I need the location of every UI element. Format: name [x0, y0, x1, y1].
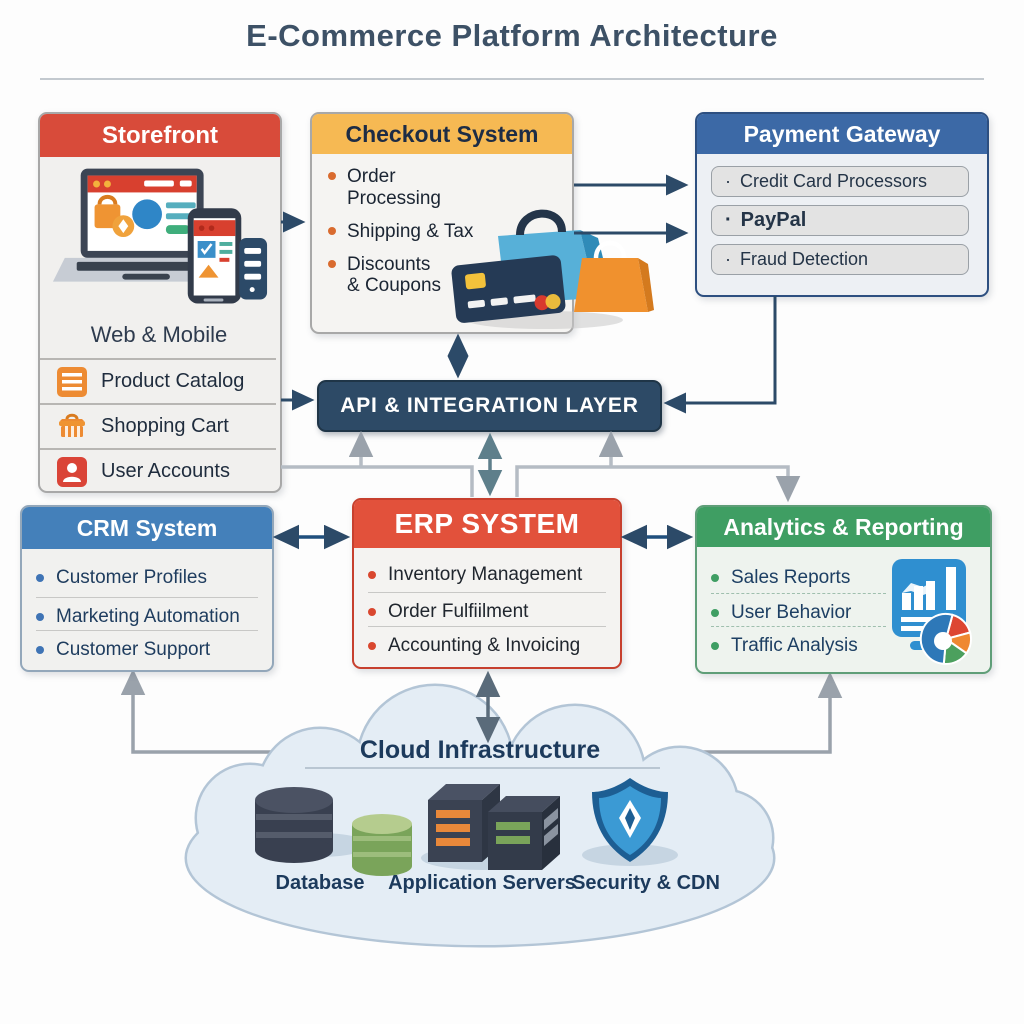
product-catalog-icon [57, 366, 87, 397]
pill-bullet: · [725, 171, 731, 191]
bullet-dot [368, 570, 376, 579]
checkout-item: Shipping & Tax [328, 221, 488, 243]
analytics-header: Analytics & Reporting [697, 507, 990, 547]
erp-item: Inventory Management [368, 556, 606, 593]
title-divider [40, 78, 984, 80]
bullet-dot [711, 573, 719, 582]
payment-item-paypal: · PayPal [711, 205, 969, 236]
crm-panel: CRM System Customer Profiles Marketing A… [20, 505, 274, 672]
analytics-item: Sales Reports [711, 559, 886, 596]
crm-header: CRM System [22, 507, 272, 549]
storefront-item-product-catalog: Product Catalog [40, 358, 276, 403]
analytics-item-label: Sales Reports [731, 566, 851, 588]
payment-item-fraud-detection: · Fraud Detection [711, 244, 969, 275]
payment-item-credit-card: · Credit Card Processors [711, 166, 969, 197]
erp-item: Accounting & Invoicing [368, 626, 606, 664]
checkout-item-label: Discounts & Coupons [347, 253, 442, 297]
payment-item-label: Fraud Detection [740, 249, 869, 269]
arrow-payment-api [663, 296, 777, 414]
storefront-item-label: Product Catalog [101, 370, 245, 392]
erp-item-label: Accounting & Invoicing [388, 634, 581, 656]
application-servers-icon [421, 784, 560, 870]
crm-item: Marketing Automation [36, 597, 258, 635]
bullet-dot [328, 172, 336, 180]
storefront-item-user-accounts: User Accounts [40, 448, 276, 493]
checkout-item-label: Shipping & Tax [347, 220, 474, 242]
api-integration-layer: API & INTEGRATION LAYER [317, 380, 662, 432]
checkout-item-label: Order Processing [347, 166, 441, 209]
analytics-item: Traffic Analysis [711, 626, 886, 664]
payment-gateway-header: Payment Gateway [697, 114, 987, 154]
analytics-panel: Analytics & Reporting Sales Reports User… [695, 505, 992, 674]
erp-panel: ERP SYSTEM Inventory Management Order Fu… [352, 498, 622, 669]
shopping-cart-icon [59, 413, 85, 437]
bullet-dot [711, 641, 719, 650]
checkout-panel: Checkout System Order Processing Shippin… [310, 112, 654, 334]
erp-item-label: Inventory Management [388, 563, 583, 585]
connector-erp-analytics-top [515, 430, 801, 503]
storefront-panel: Storefront [38, 112, 282, 493]
bullet-dot [368, 641, 376, 650]
connector-storefront-erp [281, 430, 474, 497]
checkout-item: Order Processing [328, 166, 488, 210]
bullet-dot [36, 573, 44, 582]
erp-header: ERP SYSTEM [354, 500, 620, 548]
pill-bullet: · [725, 249, 731, 269]
cloud-title: Cloud Infrastructure [359, 736, 601, 764]
payment-item-label: PayPal [740, 209, 807, 231]
storefront-caption: Web & Mobile [90, 322, 228, 347]
payment-item-label: Credit Card Processors [740, 171, 928, 191]
checkout-header: Checkout System [312, 114, 572, 154]
crm-item-label: Customer Profiles [56, 566, 207, 588]
storefront-item-shopping-cart: Shopping Cart [40, 403, 276, 448]
cloud-item-app-servers: Application Servers [388, 872, 576, 894]
bullet-dot [36, 612, 44, 621]
web-mobile-illustration [52, 168, 268, 304]
storefront-header: Storefront [40, 114, 280, 157]
cloud-item-security-cdn: Security & CDN [572, 872, 720, 894]
storefront-item-label: User Accounts [101, 460, 230, 482]
erp-item-label: Order Fulfiilment [388, 600, 529, 622]
checkout-item: Discounts & Coupons [328, 254, 446, 298]
payment-gateway-panel: Payment Gateway · Credit Card Processors… [695, 112, 989, 297]
crm-item-label: Marketing Automation [56, 605, 240, 627]
bullet-dot [368, 607, 376, 616]
analytics-item-label: User Behavior [731, 601, 852, 623]
database-icon [255, 787, 412, 876]
bags-card-illustration [451, 209, 654, 329]
pill-bullet: · [725, 209, 732, 231]
bullet-dot [36, 645, 44, 654]
security-shield-icon [582, 778, 678, 866]
bullet-dot [328, 226, 336, 235]
storefront-item-label: Shopping Cart [101, 415, 229, 437]
connector-cloud-analytics [700, 671, 843, 754]
chart-pie-icon [892, 559, 972, 665]
cloud-item-database: Database [275, 872, 365, 894]
erp-item: Order Fulfiilment [368, 592, 606, 630]
cloud-shape [184, 683, 776, 948]
analytics-item: User Behavior [711, 593, 886, 631]
bullet-dot [328, 259, 336, 268]
page-title: E-Commerce Platform Architecture [246, 18, 778, 53]
user-accounts-icon [57, 456, 87, 487]
crm-item: Customer Support [36, 630, 258, 668]
crm-item: Customer Profiles [36, 559, 258, 596]
crm-item-label: Customer Support [56, 638, 211, 660]
bullet-dot [711, 608, 719, 617]
analytics-item-label: Traffic Analysis [731, 634, 858, 656]
